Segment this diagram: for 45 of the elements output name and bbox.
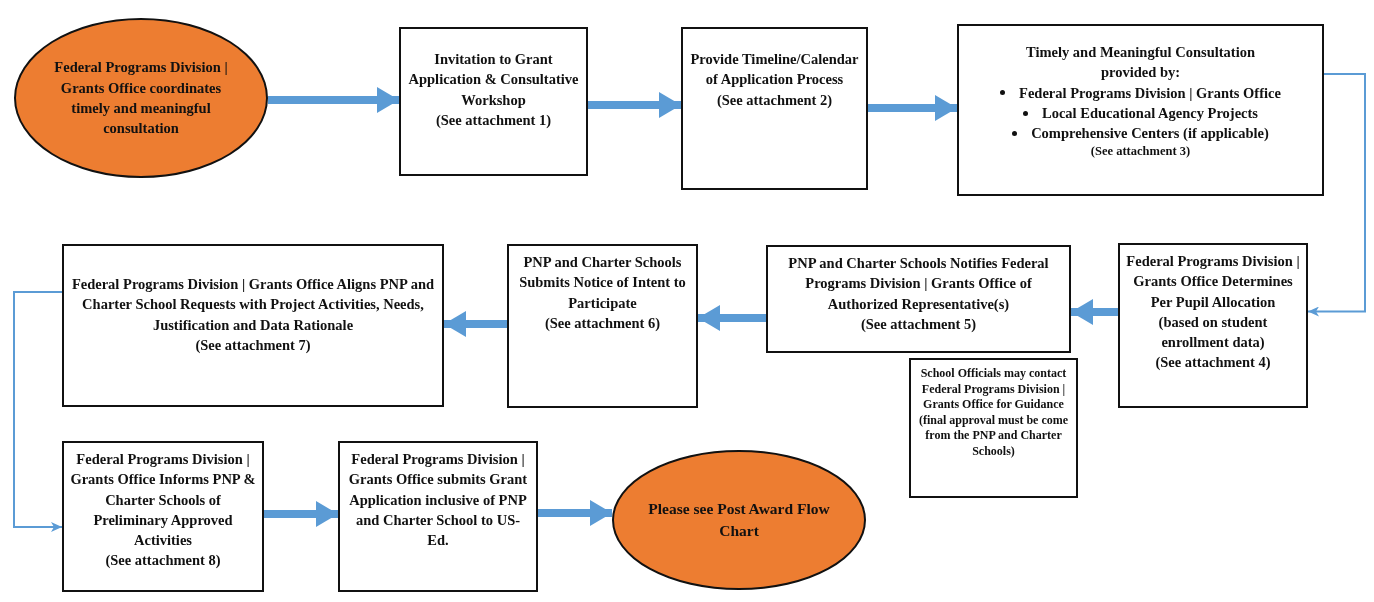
bullet-text: Local Educational Agency Projects [1042,103,1258,123]
box-text: (See attachment 2) [716,90,833,110]
arrow [538,500,612,526]
box-text: (See attachment 3) [1090,143,1191,160]
box-text: Federal Programs Division | Grants Office Aligns PNP and Charter School Requests with Project Activities, Needs, Justification and Data Rationale [70,275,436,335]
process-box [957,24,1324,196]
box-text: Federal Programs Division | Grants Office Informs PNP & Charter Schools of Preliminary Approved Activities [70,450,256,551]
box-text: (See attachment 5) [860,314,977,334]
box-text: School Officials may contact Federal Programs Division | Grants Office for Guidance [919,366,1068,413]
arrow [698,305,766,331]
box-text: Federal Programs Division | Grants Office coordinates timely and meaningful consultation [53,58,229,139]
box-text: PNP and Charter Schools Submits Notice of Intent to Participate [518,253,687,313]
box-text: Federal Programs Division | Grants Office Determines Per Pupil Allocation [1126,252,1300,312]
box-text: (final approval must be come from the PNP and Charter Schools) [917,412,1070,460]
process-box [62,244,444,407]
note-box [909,358,1078,498]
box-text: Federal Programs Division | Grants Office submits Grant Application inclusive of PNP and Charter School to US-Ed. [347,450,529,551]
box-text: Please see Post Award Flow Chart [647,499,831,541]
process-box [507,244,698,408]
arrow [268,87,399,113]
arrow [13,291,63,532]
arrow [444,311,507,337]
box-text: (See attachment 7) [195,335,311,355]
arrow [1307,73,1366,317]
box-text: Invitation to Grant Application & Consultative Workshop [407,50,580,110]
process-box [399,27,588,176]
box-text: (See attachment 1) [435,110,552,130]
box-text: (See attachment 4) [1155,353,1271,373]
process-box [62,441,264,592]
arrow [868,95,957,121]
process-box [766,245,1071,353]
bullet-text: Federal Programs Division | Grants Office [1019,83,1281,103]
bullet-text: Comprehensive Centers (if applicable) [1031,124,1269,144]
process-box [681,27,868,190]
box-text: PNP and Charter Schools Notifies Federal Programs Division | Grants Office of Authorized Representative(s) [787,254,1050,314]
process-box [1118,243,1308,408]
box-text: Provide Timeline/Calendar of Application Process [689,50,860,90]
box-text: (See attachment 8) [105,551,221,571]
box-text: Timely and Meaningful Consultation provided by: [1025,43,1256,83]
arrow [264,501,338,527]
box-text: (based on student enrollment data) [1157,312,1269,353]
box-text: (See attachment 6) [544,313,661,333]
arrow [1071,299,1118,325]
process-box [338,441,538,592]
arrow [588,92,681,118]
